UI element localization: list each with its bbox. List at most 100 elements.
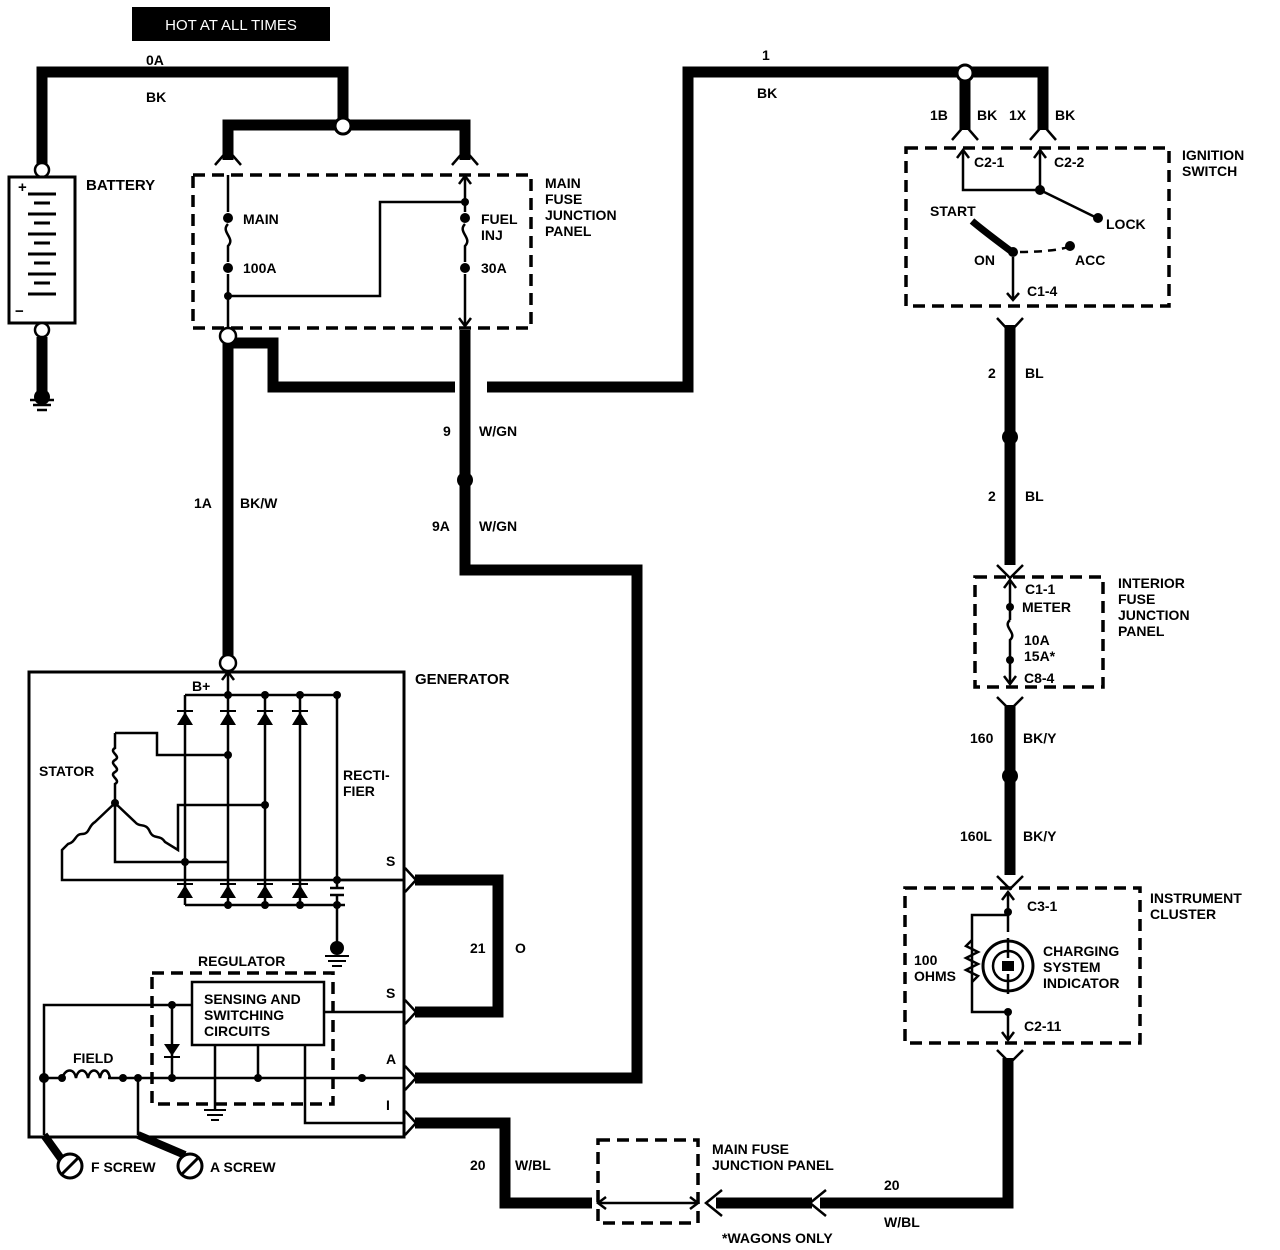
svg-text:INTERIOR: INTERIOR (1118, 575, 1185, 591)
svg-text:INDICATOR: INDICATOR (1043, 975, 1119, 991)
resistor-icon (963, 939, 981, 983)
svg-text:C2-11: C2-11 (1024, 1018, 1062, 1034)
svg-text:1B: 1B (930, 107, 948, 123)
svg-text:SWITCH: SWITCH (1182, 163, 1237, 179)
svg-text:SYSTEM: SYSTEM (1043, 959, 1101, 975)
svg-text:2: 2 (988, 365, 996, 381)
battery-plus-label: + (18, 179, 27, 196)
svg-text:FUSE: FUSE (545, 191, 582, 207)
svg-text:21: 21 (470, 940, 486, 956)
svg-text:FIER: FIER (343, 783, 375, 799)
generator: GENERATOR B+ S S A I (27, 669, 510, 1180)
svg-text:BK/Y: BK/Y (1023, 828, 1057, 844)
svg-text:C2-2: C2-2 (1054, 154, 1085, 170)
f-screw-icon (56, 1152, 84, 1180)
svg-text:C1-4: C1-4 (1027, 283, 1058, 299)
svg-text:20: 20 (470, 1157, 486, 1173)
svg-text:S: S (386, 853, 395, 869)
svg-text:W/BL: W/BL (515, 1157, 551, 1173)
interior-fuse-junction-panel: C1-1 METER 10A 15A* C8-4 INTERIOR FUSE J… (973, 575, 1190, 689)
svg-text:BK/Y: BK/Y (1023, 730, 1057, 746)
svg-text:1X: 1X (1009, 107, 1027, 123)
svg-text:OHMS: OHMS (914, 968, 956, 984)
capacitor-icon (330, 886, 344, 897)
svg-text:BL: BL (1025, 365, 1044, 381)
a-screw-label: A SCREW (210, 1159, 276, 1175)
svg-text:A: A (386, 1051, 396, 1067)
wire-1-circuit: 1 (762, 47, 770, 63)
svg-text:STATOR: STATOR (39, 763, 94, 779)
instrument-cluster: C3-1 C2-11 100 OHMS CHARGING SYSTEM INDI… (903, 886, 1242, 1045)
svg-text:ON: ON (974, 252, 995, 268)
battery-minus-label: − (15, 303, 24, 320)
svg-text:I: I (386, 1097, 390, 1113)
svg-text:FUSE: FUSE (1118, 591, 1155, 607)
zener-diode-icon (164, 1044, 180, 1056)
main-fuse-junction-panel: MAIN 100A FUEL INJ 30A MAIN FUSE JUNCTIO… (191, 116, 617, 336)
svg-text:W/GN: W/GN (479, 423, 517, 439)
svg-text:CHARGING: CHARGING (1043, 943, 1119, 959)
f-screw-label: F SCREW (91, 1159, 156, 1175)
svg-text:9: 9 (443, 423, 451, 439)
ground-icon (325, 955, 349, 967)
svg-text:MAIN: MAIN (545, 175, 581, 191)
svg-text:GENERATOR: GENERATOR (415, 671, 510, 688)
svg-text:JUNCTION PANEL: JUNCTION PANEL (712, 1157, 834, 1173)
wire-1-color: BK (757, 85, 777, 101)
main-fuse-rating: 100A (243, 260, 276, 276)
svg-text:C8-4: C8-4 (1024, 670, 1055, 686)
ignition-switch: C2-1 C2-2 START LOCK ON ACC C1-4 IGNITIO… (904, 123, 1244, 308)
svg-text:BK: BK (977, 107, 997, 123)
svg-text:BL: BL (1025, 488, 1044, 504)
svg-text:BK/W: BK/W (240, 495, 278, 511)
wire-1 (228, 337, 455, 393)
wire-0a-circuit: 0A (146, 52, 164, 68)
svg-text:CIRCUITS: CIRCUITS (204, 1023, 270, 1039)
svg-text:C1-1: C1-1 (1025, 581, 1056, 597)
fuel-inj-rating: 30A (481, 260, 507, 276)
svg-text:MAIN FUSE: MAIN FUSE (712, 1141, 789, 1157)
svg-text:PANEL: PANEL (545, 223, 592, 239)
svg-text:SENSING AND: SENSING AND (204, 991, 301, 1007)
svg-text:O: O (515, 940, 526, 956)
svg-text:FIELD: FIELD (73, 1050, 113, 1066)
wire-0a-color: BK (146, 89, 166, 105)
main-fuse-label: MAIN (243, 211, 279, 227)
svg-text:LOCK: LOCK (1106, 216, 1146, 232)
svg-text:RECTI-: RECTI- (343, 767, 390, 783)
a-screw-icon (176, 1152, 204, 1180)
svg-text:C2-1: C2-1 (974, 154, 1005, 170)
svg-text:CLUSTER: CLUSTER (1150, 906, 1216, 922)
stator-coil-icon (111, 733, 119, 800)
field-coil-icon (60, 1069, 112, 1079)
svg-text:SWITCHING: SWITCHING (204, 1007, 284, 1023)
svg-text:C3-1: C3-1 (1027, 898, 1058, 914)
battery: + − BATTERY (7, 66, 349, 412)
svg-text:METER: METER (1022, 599, 1071, 615)
ground-icon (30, 398, 54, 412)
wire-20-left (415, 1117, 592, 1209)
hot-at-all-times-badge: HOT AT ALL TIMES (132, 7, 330, 41)
svg-text:JUNCTION: JUNCTION (1118, 607, 1190, 623)
svg-text:START: START (930, 203, 976, 219)
svg-text:10A: 10A (1024, 632, 1050, 648)
svg-text:160L: 160L (960, 828, 992, 844)
svg-text:PANEL: PANEL (1118, 623, 1165, 639)
wire-21 (415, 874, 504, 1018)
svg-text:20: 20 (884, 1177, 900, 1193)
svg-text:W/BL: W/BL (884, 1214, 920, 1230)
svg-text:1A: 1A (194, 495, 212, 511)
svg-text:INSTRUMENT: INSTRUMENT (1150, 890, 1242, 906)
svg-text:B+: B+ (192, 678, 210, 694)
svg-text:BK: BK (1055, 107, 1075, 123)
svg-text:15A*: 15A* (1024, 648, 1056, 664)
main-fuse-junction-panel-2: MAIN FUSE JUNCTION PANEL (595, 1138, 834, 1225)
svg-text:2: 2 (988, 488, 996, 504)
fuel-inj-label-1: FUEL (481, 211, 518, 227)
svg-text:S: S (386, 985, 395, 1001)
svg-text:REGULATOR: REGULATOR (198, 953, 285, 969)
svg-text:IGNITION: IGNITION (1182, 147, 1244, 163)
diode-icon (177, 710, 308, 898)
wire-20-right (820, 1058, 1014, 1209)
